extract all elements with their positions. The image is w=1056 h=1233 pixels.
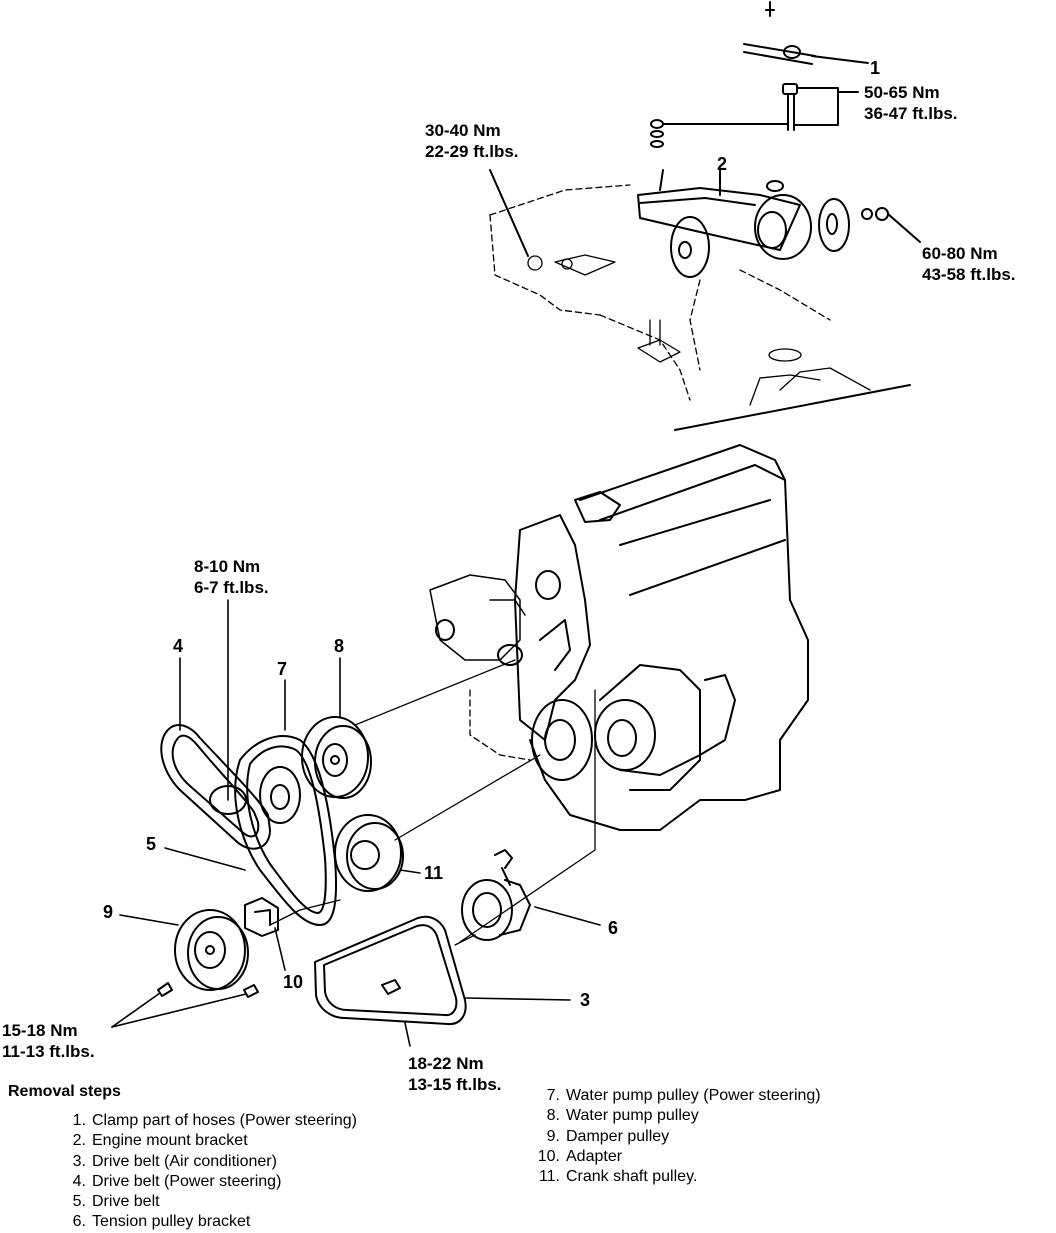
callout-5: 5 <box>146 834 157 854</box>
list-item: 6.Tension pulley bracket <box>72 1213 251 1231</box>
removal-steps-list-left: 1.Clamp part of hoses (Power steering) 2… <box>58 1111 357 1233</box>
removal-steps-list-right: 7.Water pump pulley (Power steering) 8.W… <box>532 1086 821 1187</box>
engine-block-top <box>489 169 911 431</box>
mount-bolt <box>650 83 859 148</box>
torque-ftlb: 36-47 ft.lbs. <box>864 104 958 123</box>
callout-10: 10 <box>283 972 304 992</box>
drive-belt-water-pump <box>234 735 338 926</box>
torque-ftlb: 6-7 ft.lbs. <box>194 578 269 597</box>
hose-clamp-assembly <box>743 1 869 65</box>
engine-block <box>429 444 809 831</box>
callout-1: 1 <box>870 58 881 78</box>
callout-7: 7 <box>277 659 288 679</box>
torque-spec-mount-nut: 60-80 Nm 43-58 ft.lbs. <box>922 243 1016 285</box>
callout-11: 11 <box>424 863 444 883</box>
damper-pulley <box>174 909 249 991</box>
crank-shaft-pulley <box>334 814 404 892</box>
drive-belt-air-conditioner <box>314 915 467 1026</box>
torque-spec-tensioner: 18-22 Nm 13-15 ft.lbs. <box>408 1053 502 1095</box>
torque-ftlb: 22-29 ft.lbs. <box>425 142 519 161</box>
torque-nm: 30-40 Nm <box>425 121 501 140</box>
callout-4: 4 <box>173 636 184 656</box>
list-item: 7.Water pump pulley (Power steering) <box>546 1087 821 1104</box>
assembly-axis-lines <box>269 659 596 946</box>
list-item: 5.Drive belt <box>72 1193 160 1211</box>
torque-ftlb: 13-15 ft.lbs. <box>408 1075 502 1094</box>
torque-nm: 8-10 Nm <box>194 557 261 576</box>
leader-lines <box>111 599 601 1047</box>
tension-pulley-bracket <box>461 849 531 941</box>
list-item: 2.Engine mount bracket <box>72 1132 248 1150</box>
torque-spec-bracket-nut: 30-40 Nm 22-29 ft.lbs. <box>425 120 519 162</box>
torque-spec-water-pump: 8-10 Nm 6-7 ft.lbs. <box>194 556 269 598</box>
list-item: 1.Clamp part of hoses (Power steering) <box>72 1112 357 1129</box>
list-item: 8.Water pump pulley <box>546 1107 699 1125</box>
callout-8: 8 <box>334 636 345 656</box>
torque-ftlb: 43-58 ft.lbs. <box>922 265 1016 284</box>
torque-nm: 18-22 Nm <box>408 1054 484 1073</box>
damper-bolts <box>157 982 259 998</box>
removal-steps-title: Removal steps <box>8 1083 121 1100</box>
torque-nm: 50-65 Nm <box>864 83 940 102</box>
list-item: 3.Drive belt (Air conditioner) <box>72 1152 277 1170</box>
callout-9: 9 <box>103 902 114 922</box>
list-item: 9.Damper pulley <box>546 1127 670 1145</box>
torque-spec-mount-bolt: 50-65 Nm 36-47 ft.lbs. <box>864 82 958 124</box>
list-item: 11.Crank shaft pulley. <box>538 1168 698 1186</box>
torque-spec-damper: 15-18 Nm 11-13 ft.lbs. <box>2 1020 95 1062</box>
list-item: 10.Adapter <box>537 1147 623 1165</box>
list-item: 4.Drive belt (Power steering) <box>72 1172 282 1190</box>
torque-nm: 15-18 Nm <box>2 1021 78 1040</box>
callout-2: 2 <box>717 154 728 174</box>
adapter <box>244 897 279 937</box>
engine-mount-bracket <box>637 169 921 278</box>
torque-nm: 60-80 Nm <box>922 244 998 263</box>
water-pump-pulley <box>301 716 372 799</box>
torque-ftlb: 11-13 ft.lbs. <box>2 1042 95 1061</box>
callout-6: 6 <box>608 918 619 938</box>
callout-3: 3 <box>580 990 591 1010</box>
drive-belt-power-steering <box>160 724 271 850</box>
